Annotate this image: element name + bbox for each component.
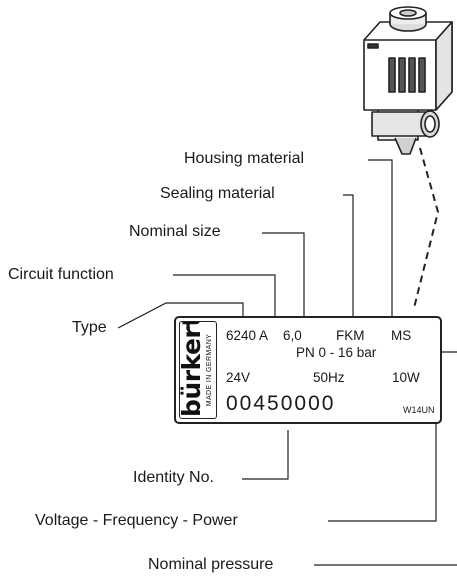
rating-plate: bürkert MADE IN GERMANY 6240 A 6,0 FKM M… [174,316,442,424]
label-type: Type [72,319,107,336]
circuit-function-leader [173,274,276,318]
nominal-size-leader [262,232,305,318]
plate-location-dashed-line [413,147,440,309]
plate-frequency-value: 50Hz [313,370,345,385]
label-housing-material: Housing material [184,150,305,167]
label-identity-no: Identity No. [133,469,214,486]
plate-voltage-value: 24V [226,370,251,385]
identity-no-leader [242,430,289,480]
plate-seal-value: FKM [336,328,365,343]
label-circuit-function: Circuit function [8,266,114,283]
plate-size-value: 6,0 [283,328,302,343]
plate-power-value: 10W [392,370,420,385]
label-nominal-size: Nominal size [129,223,221,240]
label-sealing-material: Sealing material [160,185,275,202]
label-voltage-frequency-power: Voltage - Frequency - Power [35,512,238,529]
plate-identity-number: 00450000 [226,392,336,415]
label-nominal-pressure: Nominal pressure [148,556,274,573]
plate-code: W14UN [403,405,435,415]
plate-type-value: 6240 A [226,328,269,343]
plate-pressure-value: PN 0 - 16 bar [296,345,377,360]
sealing-material-leader [343,194,354,318]
brand-logo: bürkert [179,321,206,417]
type-leader [117,302,244,329]
solenoid-valve-illustration [363,6,453,155]
plate-housing-value: MS [391,328,412,343]
made-in-text: MADE IN GERMANY [206,333,213,407]
brand-logo-box: bürkert MADE IN GERMANY [179,321,217,419]
housing-material-leader [368,159,393,318]
